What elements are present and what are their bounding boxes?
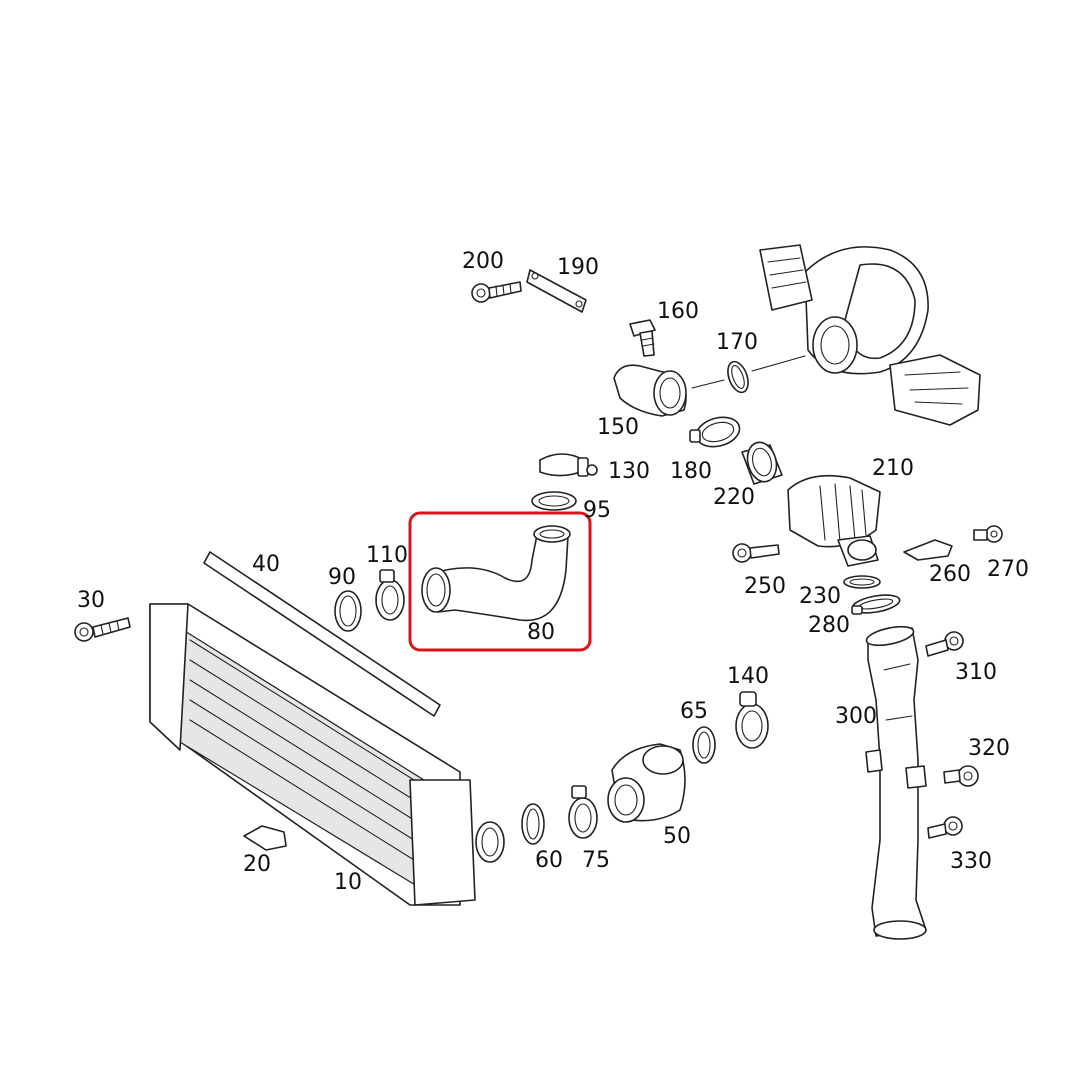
part-170-gasket[interactable] — [724, 359, 752, 395]
part-150-elbow[interactable] — [613, 364, 687, 417]
highlight-box — [408, 511, 592, 652]
callout-200[interactable]: 200 — [462, 249, 504, 274]
leader-line — [751, 355, 806, 372]
callout-230[interactable]: 230 — [799, 584, 841, 609]
part-320-bolt[interactable] — [943, 765, 979, 787]
callout-180[interactable]: 180 — [670, 459, 712, 484]
part-330-bolt[interactable] — [927, 816, 963, 839]
part-75-clamp[interactable] — [568, 785, 598, 839]
callout-30[interactable]: 30 — [77, 588, 105, 613]
callout-60[interactable]: 60 — [535, 848, 563, 873]
callout-95[interactable]: 95 — [583, 498, 611, 523]
part-90-seal[interactable] — [334, 590, 362, 632]
part-130-clamp[interactable] — [539, 453, 598, 477]
part-260-bracket[interactable] — [903, 539, 953, 561]
callout-310[interactable]: 310 — [955, 660, 997, 685]
part-60-seal[interactable] — [521, 803, 545, 845]
part-30-bolt[interactable] — [74, 617, 131, 642]
part-95-seal[interactable] — [531, 491, 577, 511]
callout-130[interactable]: 130 — [608, 459, 650, 484]
part-50-elbow[interactable] — [607, 743, 686, 823]
callout-20[interactable]: 20 — [243, 852, 271, 877]
part-180-clamp[interactable] — [689, 413, 743, 451]
part-300-pipe[interactable] — [865, 623, 927, 940]
callout-75[interactable]: 75 — [582, 848, 610, 873]
callout-110[interactable]: 110 — [366, 543, 408, 568]
part-220-sleeve[interactable] — [741, 439, 783, 485]
part-310-bolt[interactable] — [925, 631, 964, 657]
callout-190[interactable]: 190 — [557, 255, 599, 280]
callout-170[interactable]: 170 — [716, 330, 758, 355]
part-20-bracket[interactable] — [243, 825, 287, 851]
callout-320[interactable]: 320 — [968, 736, 1010, 761]
callout-160[interactable]: 160 — [657, 299, 699, 324]
callout-65[interactable]: 65 — [680, 699, 708, 724]
part-65-seal[interactable] — [692, 726, 716, 764]
callout-90[interactable]: 90 — [328, 565, 356, 590]
callout-250[interactable]: 250 — [744, 574, 786, 599]
part-280-clamp[interactable] — [851, 592, 901, 616]
callout-330[interactable]: 330 — [950, 849, 992, 874]
callout-10[interactable]: 10 — [334, 870, 362, 895]
callout-280[interactable]: 280 — [808, 613, 850, 638]
leader-line — [691, 379, 725, 389]
callout-300[interactable]: 300 — [835, 704, 877, 729]
part-140-clamp[interactable] — [735, 691, 769, 749]
part-80-hose[interactable] — [421, 525, 571, 622]
callout-210[interactable]: 210 — [872, 456, 914, 481]
part-250-bolt[interactable] — [732, 543, 780, 563]
callout-220[interactable]: 220 — [713, 485, 755, 510]
part-200-bolt[interactable] — [471, 281, 522, 303]
callout-80[interactable]: 80 — [527, 620, 555, 645]
part-210-housing[interactable] — [787, 474, 881, 567]
callout-150[interactable]: 150 — [597, 415, 639, 440]
part-190-bracket[interactable] — [526, 269, 587, 313]
part-230-oring[interactable] — [843, 575, 881, 589]
callout-labels: 200 190 160 170 150 130 180 210 220 95 4… — [77, 249, 1029, 895]
part-160-bolt[interactable] — [629, 319, 656, 357]
callout-140[interactable]: 140 — [727, 664, 769, 689]
part-10-intercooler[interactable] — [149, 603, 505, 906]
callout-40[interactable]: 40 — [252, 552, 280, 577]
part-110-clamp[interactable] — [375, 569, 405, 621]
callout-260[interactable]: 260 — [929, 562, 971, 587]
part-40-strip[interactable] — [203, 551, 441, 717]
turbocharger-illustration — [759, 244, 981, 426]
callout-50[interactable]: 50 — [663, 824, 691, 849]
part-270-screw[interactable] — [973, 525, 1003, 543]
callout-270[interactable]: 270 — [987, 557, 1029, 582]
